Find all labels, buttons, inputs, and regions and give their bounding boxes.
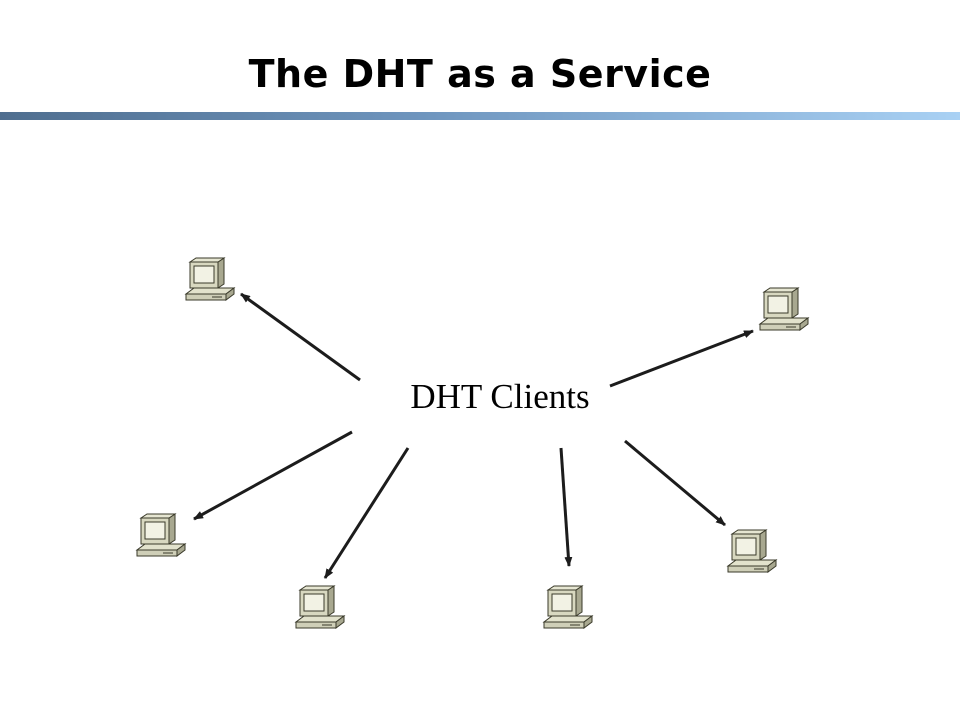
arrow-to-left bbox=[193, 430, 353, 521]
arrow-to-top-right bbox=[609, 329, 754, 388]
arrow-to-bottom-center bbox=[559, 447, 573, 567]
computer-icon-bottom-left bbox=[295, 585, 345, 629]
title-divider bbox=[0, 112, 960, 120]
arrow-to-top-left bbox=[240, 292, 361, 382]
slide-title: The DHT as a Service bbox=[248, 52, 712, 96]
arrow-to-bottom-right bbox=[624, 439, 726, 527]
computer-icon-top-left bbox=[185, 257, 235, 301]
computer-icon-top-right bbox=[759, 287, 809, 331]
computer-icon-bottom-right bbox=[727, 529, 777, 573]
computer-icon-left bbox=[136, 513, 186, 557]
dht-clients-label: DHT Clients bbox=[410, 377, 590, 416]
computer-icon-bottom-center bbox=[543, 585, 593, 629]
arrow-to-bottom-left bbox=[323, 447, 410, 579]
